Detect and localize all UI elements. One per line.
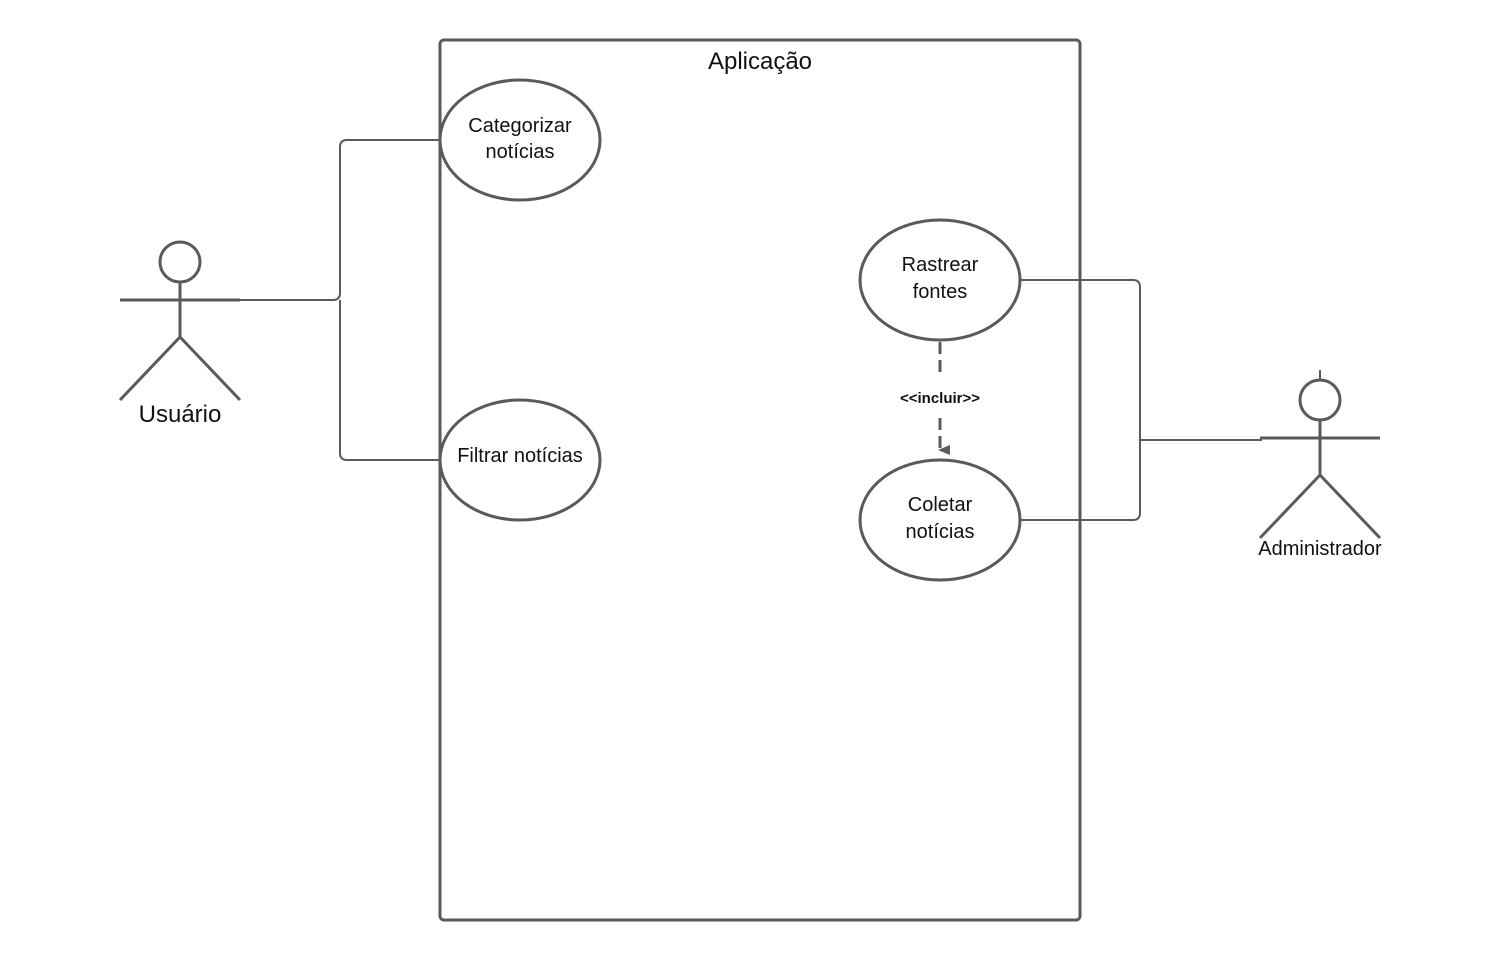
actor-admin-head [1298,378,1342,422]
use-case-collect-news-label-2: notícias [906,521,975,543]
use-case-collect-news-ellipse [858,458,1022,582]
actor-admin[interactable]: Administrador [1258,370,1382,560]
use-case-filter-news-label: Filtrar notícias [457,445,583,467]
actor-user-head [158,240,202,284]
use-case-track-sources-label-2: fontes [913,281,967,303]
use-case-collect-news-label-1: Coletar [908,494,973,516]
use-case-collect-news[interactable]: Coletar notícias [858,458,1022,582]
use-case-track-sources[interactable]: Rastrear fontes [858,218,1022,342]
actor-user-right-leg [178,335,242,402]
use-case-categorize-news-label-2: notícias [486,141,555,163]
use-case-filter-news[interactable]: Filtrar notícias [438,398,602,522]
system-title: Aplicação [708,48,812,75]
user-association-connector [225,139,440,461]
use-case-categorize-news-ellipse [438,78,602,202]
use-case-categorize-news-label-1: Categorizar [468,115,572,137]
include-stereotype-label: <<incluir>> [900,390,980,407]
actor-admin-left-leg [1258,473,1322,540]
use-case-filter-news-ellipse [438,398,602,522]
system-boundary [438,38,1082,922]
use-case-track-sources-ellipse [858,218,1022,342]
use-case-categorize-news[interactable]: Categorizar notícias [438,78,602,202]
admin-association-connector [1020,279,1262,521]
actor-admin-right-leg [1318,473,1382,540]
actor-user[interactable]: Usuário [118,240,242,428]
actor-admin-label: Administrador [1258,538,1382,560]
actor-user-left-leg [118,335,182,402]
actor-user-label: Usuário [139,401,222,428]
use-case-track-sources-label-1: Rastrear [902,254,979,276]
